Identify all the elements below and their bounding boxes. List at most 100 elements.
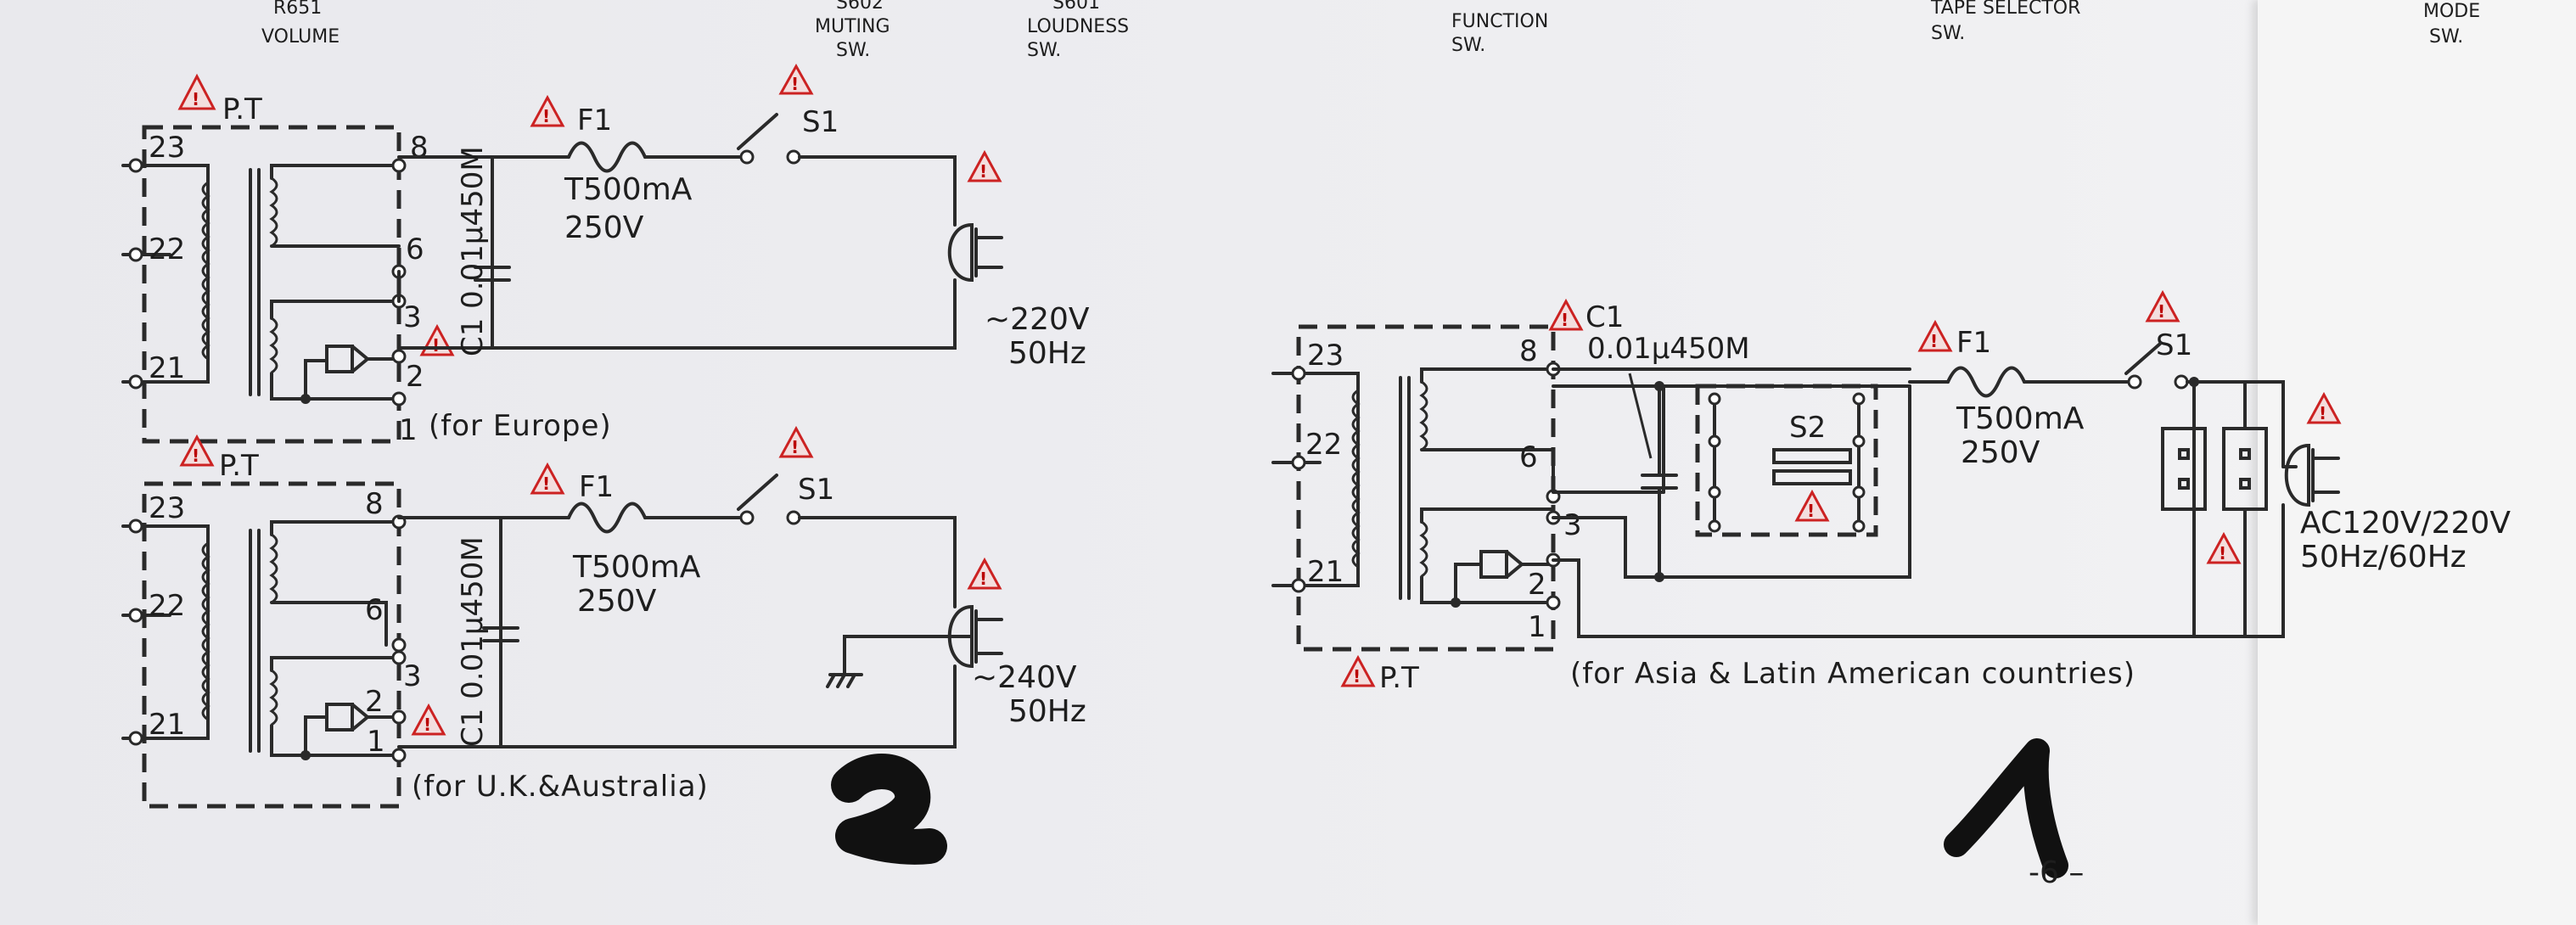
svg-text:!: ! xyxy=(979,161,987,182)
uk-pin-6: 6 xyxy=(365,593,384,627)
europe-supply-voltage: ~220V xyxy=(985,302,1090,337)
uk-pin-22: 22 xyxy=(149,589,185,623)
europe-pin-22: 22 xyxy=(149,233,185,266)
uk-pin-3: 3 xyxy=(403,659,422,693)
asia-supply-voltage: AC120V/220V xyxy=(2300,506,2511,541)
svg-text:!: ! xyxy=(192,446,199,466)
europe-pin-2: 2 xyxy=(406,360,424,394)
svg-text:!: ! xyxy=(542,106,550,126)
uk-supply-freq: 50Hz xyxy=(1008,694,1086,729)
loudness-sw-label: SW. xyxy=(1027,40,1061,61)
europe-fuse-warning-icon: ! xyxy=(530,94,565,127)
uk-capacitor-label: C1 0.01μ450M xyxy=(456,536,490,747)
asia-selector-warning-icon: ! xyxy=(1794,489,1830,522)
page-number: -6 – xyxy=(2029,855,2084,890)
uk-pin-8: 8 xyxy=(365,487,384,521)
asia-plug xyxy=(2284,443,2310,507)
svg-text:!: ! xyxy=(192,89,199,109)
uk-fuse-value: T500mA xyxy=(572,550,701,585)
loudness-label: LOUDNESS xyxy=(1027,16,1129,37)
asia-pin-21: 21 xyxy=(1307,555,1344,589)
asia-c1-warning-icon: ! xyxy=(1548,298,1584,331)
europe-supply-freq: 50Hz xyxy=(1008,336,1086,371)
europe-pin-23: 23 xyxy=(149,131,185,165)
europe-fuse-symbol xyxy=(567,141,647,173)
europe-pt-warning-icon: ! xyxy=(177,73,216,110)
asia-pin-6: 6 xyxy=(1519,440,1538,474)
asia-selector-label: S2 xyxy=(1789,411,1826,445)
svg-text:!: ! xyxy=(432,335,440,356)
asia-outlet-1 xyxy=(2161,427,2207,511)
asia-pt-label: P.T xyxy=(1379,661,1419,695)
europe-pin-1: 1 xyxy=(399,413,418,447)
uk-pin-1: 1 xyxy=(367,725,385,759)
asia-pin-22: 22 xyxy=(1305,428,1342,462)
uk-note: (for U.K.&Australia) xyxy=(412,770,709,804)
asia-capacitor-ref: C1 xyxy=(1585,300,1624,334)
header-labels: R651 VOLUME S602 MUTING SW. S601 LOUDNES… xyxy=(261,0,2480,61)
svg-text:!: ! xyxy=(791,74,799,94)
europe-pin2-warning-icon: ! xyxy=(419,323,455,356)
europe-fuse-value: T500mA xyxy=(564,172,693,207)
asia-pin-3: 3 xyxy=(1563,508,1582,542)
uk-fuse-symbol xyxy=(567,502,647,534)
asia-fuse-ref: F1 xyxy=(1956,326,1991,360)
uk-switch-ref: S1 xyxy=(798,473,834,507)
volume-label: VOLUME xyxy=(261,26,340,48)
svg-text:!: ! xyxy=(1930,331,1938,351)
svg-text:!: ! xyxy=(1353,666,1361,687)
europe-pin-8: 8 xyxy=(410,131,429,165)
muting-sw-label: SW. xyxy=(836,40,870,61)
asia-fuse-symbol xyxy=(1946,366,2026,398)
europe-plug xyxy=(947,222,974,283)
handwritten-mark-2 xyxy=(831,754,947,865)
asia-pin-23: 23 xyxy=(1307,339,1344,373)
function-label: FUNCTION xyxy=(1451,11,1548,32)
uk-earth-symbol xyxy=(826,673,856,688)
muting-ref-label: S602 xyxy=(836,0,884,14)
asia-selector-enclosure xyxy=(1695,384,1878,537)
uk-fuse-ref: F1 xyxy=(579,470,614,504)
mode-label: MODE xyxy=(2423,1,2480,22)
asia-outlet-warning-icon: ! xyxy=(2206,531,2242,564)
uk-plug-warning-icon: ! xyxy=(967,557,1002,590)
europe-fuse-voltage: 250V xyxy=(564,210,644,245)
asia-fuse-value: T500mA xyxy=(1956,401,2085,436)
europe-capacitor-label: C1 0.01μ450M xyxy=(456,146,490,356)
handwritten-mark-1 xyxy=(1944,738,2068,878)
asia-fuse-warning-icon: ! xyxy=(1917,319,1953,352)
asia-switch-warning-icon: ! xyxy=(2145,289,2180,322)
asia-capacitor-value: 0.01μ450M xyxy=(1587,332,1750,366)
europe-switch-ref: S1 xyxy=(802,105,839,139)
asia-fuse-voltage: 250V xyxy=(1961,435,2040,470)
uk-circuit: ! P.T 23 22 21 xyxy=(121,425,1086,809)
asia-outlet-2 xyxy=(2222,427,2268,511)
uk-primary-coil xyxy=(201,541,210,721)
asia-pin-1: 1 xyxy=(1528,610,1546,644)
adjacent-page-edge xyxy=(2258,0,2576,925)
uk-pt-warning-icon: ! xyxy=(179,434,215,467)
asia-plug-warning-icon: ! xyxy=(2306,391,2342,424)
uk-pin-23: 23 xyxy=(149,491,185,525)
asia-pin-2: 2 xyxy=(1528,568,1546,602)
loudness-ref-label: S601 xyxy=(1052,0,1100,14)
volume-ref-label: R651 xyxy=(273,0,322,19)
uk-pin2-warning-icon: ! xyxy=(411,703,446,736)
asia-note: (for Asia & Latin American countries) xyxy=(1570,657,2135,691)
europe-plug-warning-icon: ! xyxy=(967,149,1002,182)
tape-sw-label: SW. xyxy=(1931,23,1965,44)
europe-pin-3: 3 xyxy=(403,300,422,334)
mode-sw-label: SW. xyxy=(2429,26,2463,48)
svg-text:!: ! xyxy=(542,474,550,494)
uk-plug xyxy=(947,604,974,669)
svg-text:!: ! xyxy=(1561,310,1569,330)
europe-pt-label: P.T xyxy=(222,92,262,126)
uk-pin-21: 21 xyxy=(149,708,185,742)
europe-primary-coil xyxy=(201,181,210,361)
function-sw-label: SW. xyxy=(1451,35,1485,56)
svg-text:!: ! xyxy=(979,569,987,589)
uk-switch-warning-icon: ! xyxy=(778,425,814,458)
svg-text:!: ! xyxy=(2158,301,2165,322)
europe-circuit: ! P.T 23 22 21 xyxy=(121,63,1090,447)
